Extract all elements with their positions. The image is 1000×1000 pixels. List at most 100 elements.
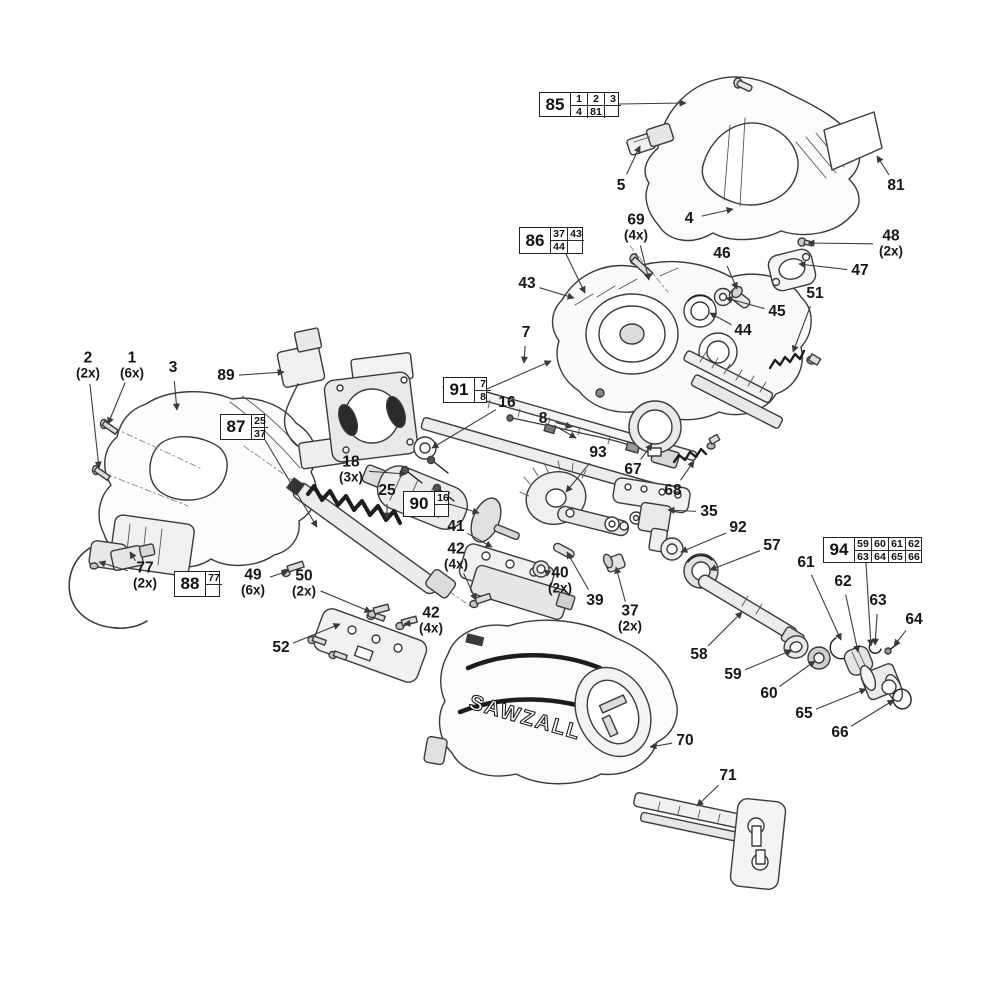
callout-cell: 65 — [888, 551, 905, 563]
spool-65-drawing — [859, 663, 904, 702]
callout-id: 88 — [175, 572, 206, 596]
callout-cell: 43 — [567, 228, 584, 240]
leader-line — [807, 239, 874, 247]
leader-line — [626, 145, 641, 175]
spring-68-drawing — [672, 433, 721, 464]
spring-51-drawing — [768, 349, 822, 370]
callout-row: 25 — [252, 415, 268, 427]
leader-line — [865, 562, 875, 647]
callout-cell: 3 — [604, 93, 621, 105]
motor-field-drawing — [323, 352, 419, 463]
leader-line — [368, 469, 407, 478]
leader-line — [640, 443, 653, 460]
callout-row — [435, 504, 451, 516]
callout-row — [206, 584, 222, 596]
leader-line — [680, 460, 695, 481]
leader-line — [850, 699, 895, 727]
leader-line — [555, 421, 573, 429]
shoe-assembly-drawing — [633, 792, 787, 890]
callout-id: 91 — [444, 378, 475, 402]
wire-loop-drawing — [68, 543, 156, 629]
leader-line — [798, 261, 848, 271]
leader-line — [264, 439, 318, 528]
bearing-drawing — [683, 294, 717, 328]
callout-id: 86 — [520, 228, 551, 253]
callout-cell: 16 — [437, 492, 449, 504]
callout-cell — [567, 241, 584, 253]
leader-line — [810, 574, 842, 641]
callout-row: 16 — [435, 492, 451, 504]
leader-line — [553, 425, 577, 439]
leader-line — [680, 532, 727, 553]
housing-strip-drawing — [683, 350, 783, 429]
callout-cell — [604, 106, 621, 118]
callout-id: 94 — [824, 538, 855, 562]
callout-cell: 63 — [857, 551, 869, 563]
leader-line — [269, 569, 289, 578]
callout-id: 90 — [404, 492, 435, 516]
callout-cell: 61 — [888, 538, 905, 550]
leader-line — [639, 245, 651, 281]
leader-line — [238, 368, 285, 377]
flange-drawing — [767, 248, 817, 292]
leader-line — [649, 742, 673, 750]
leader-line — [791, 305, 811, 353]
leader-line — [403, 619, 414, 627]
leader-line — [709, 312, 732, 326]
callout-cell: 37 — [254, 428, 266, 440]
bushing-drawing — [628, 400, 682, 457]
leader-line — [667, 506, 697, 514]
leader-line — [543, 569, 552, 577]
rear-housing-drawing — [644, 76, 861, 242]
mount-plate-drawing — [612, 477, 691, 553]
callout-row: 8 — [475, 390, 491, 403]
leader-line — [539, 287, 575, 300]
leader-line — [129, 551, 137, 562]
leader-line — [320, 590, 372, 613]
callout-cell: 44 — [553, 241, 565, 253]
leader-line — [618, 99, 687, 107]
leader-line — [845, 594, 861, 653]
leader-line — [871, 613, 880, 646]
leader-line — [486, 360, 552, 390]
callout-cell: 59 — [857, 538, 869, 550]
callout-cell — [435, 505, 451, 516]
callout-cell: 66 — [905, 551, 922, 563]
callout-row: 77 — [206, 572, 222, 584]
leader-line — [448, 503, 480, 515]
leader-line — [815, 688, 867, 710]
callout-cell: 60 — [871, 538, 888, 550]
callout-cell: 1 — [576, 93, 582, 105]
screw-1-drawing — [99, 418, 201, 469]
callout-row: 44 — [551, 240, 584, 253]
leader-line — [614, 566, 626, 602]
callout-cell: 2 — [587, 93, 604, 105]
callout-cell — [206, 585, 222, 596]
callout-cell: 25 — [254, 415, 266, 427]
gearcase-drawing: SAWZALL — [423, 619, 678, 785]
callout-cell: 37 — [553, 228, 565, 240]
leader-line — [893, 629, 907, 647]
leader-line — [172, 380, 180, 411]
spindle-spring-drawing — [243, 445, 471, 607]
leader-line — [467, 532, 493, 548]
leader-line — [566, 551, 590, 590]
callout-cell: 64 — [871, 551, 888, 563]
leader-line — [779, 660, 816, 687]
callout-grid: 16 — [435, 492, 451, 516]
leader-line — [520, 345, 528, 364]
callout-cell: 7 — [480, 378, 486, 390]
leader-line — [565, 462, 591, 493]
callout-id: 85 — [540, 93, 571, 116]
